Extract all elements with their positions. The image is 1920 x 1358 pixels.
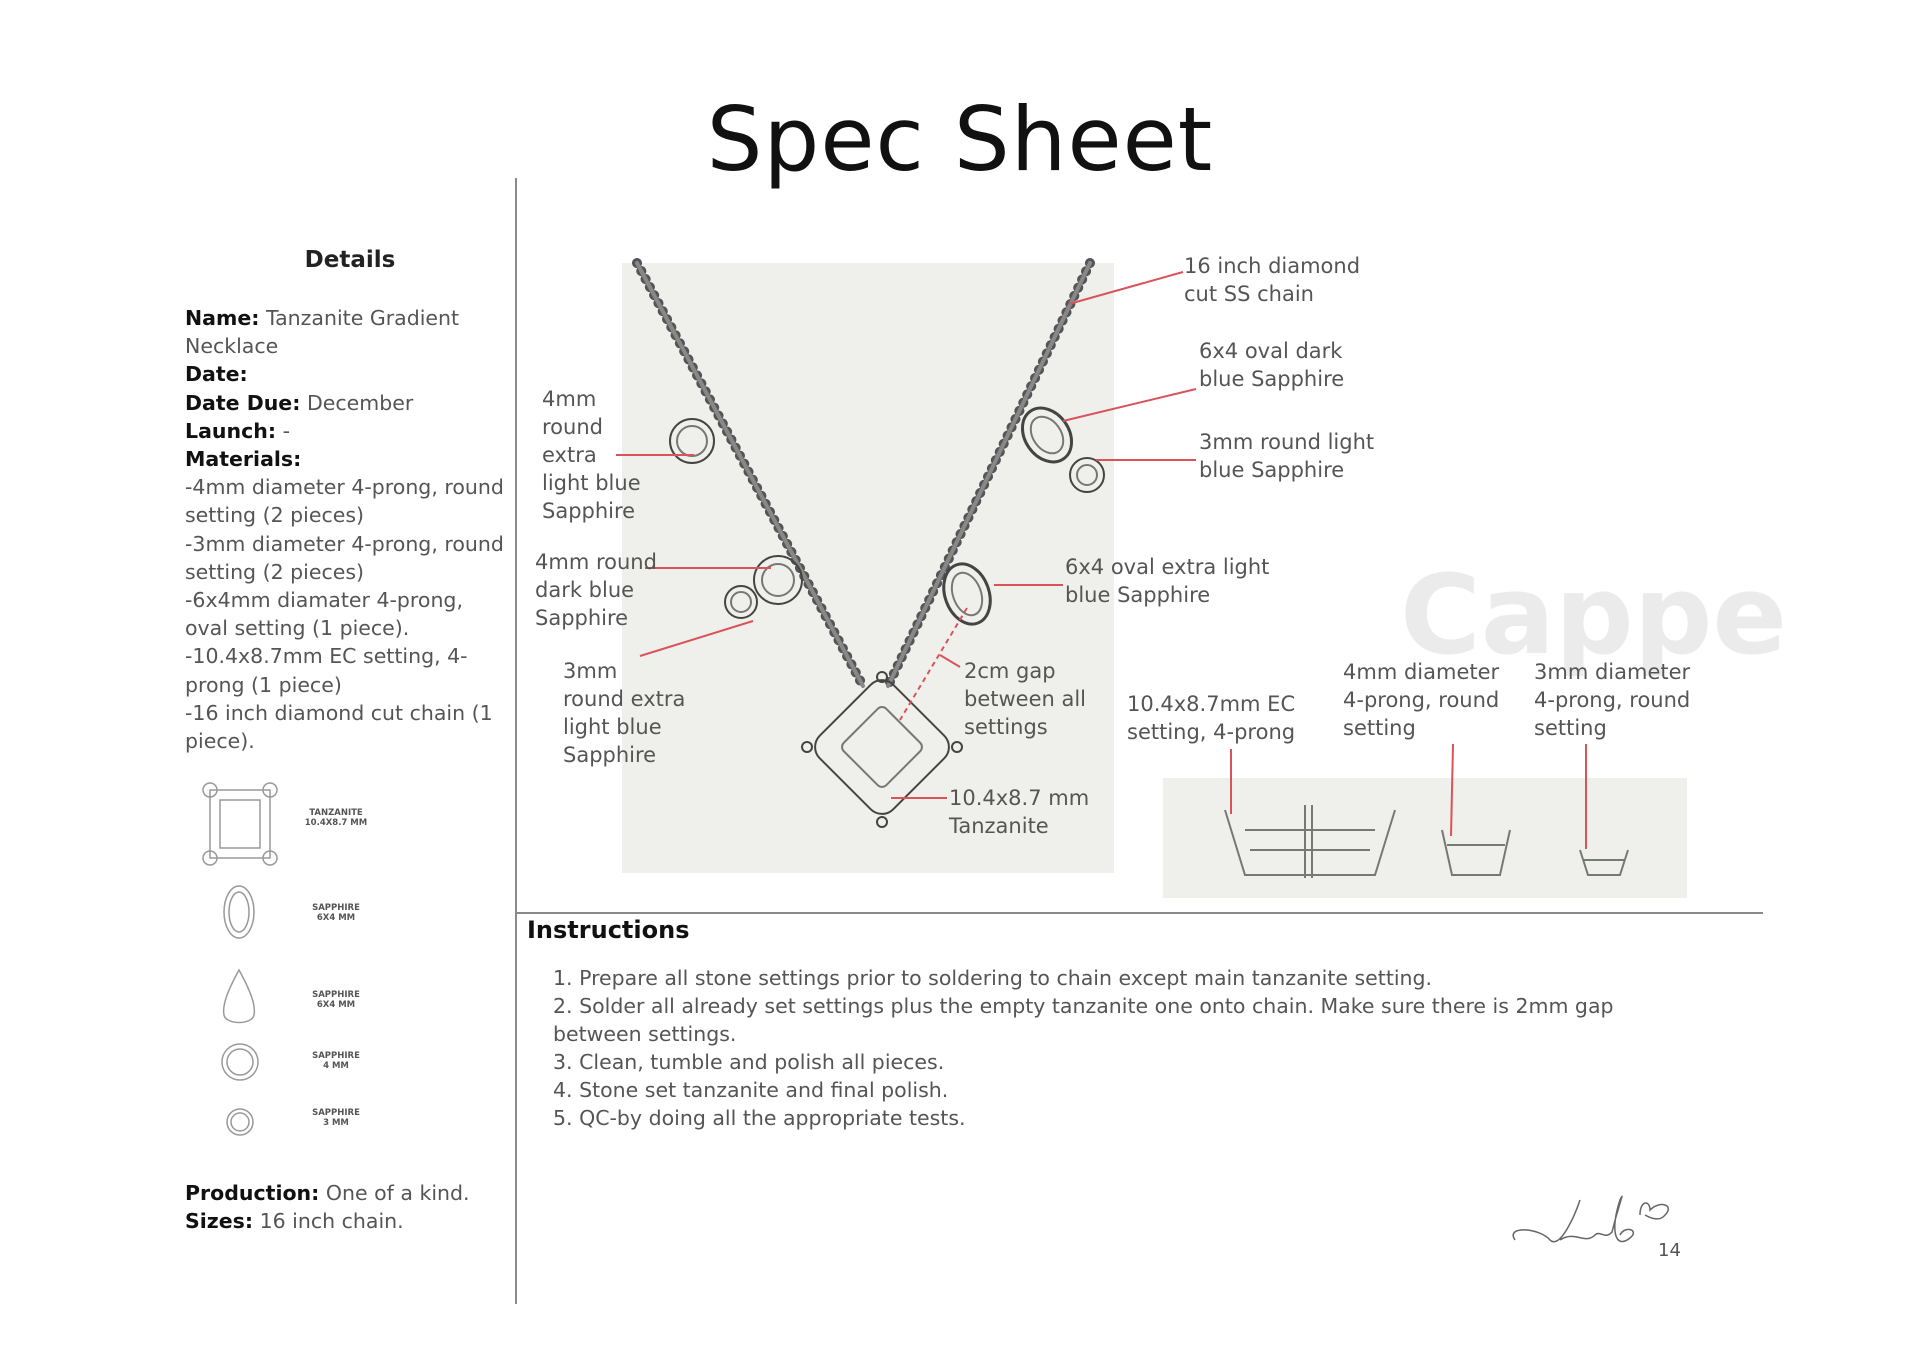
sizes-label: Sizes: xyxy=(185,1209,254,1233)
instructions-heading: Instructions xyxy=(527,916,690,944)
production-row: Production: One of a kind. xyxy=(185,1179,470,1207)
callout-tanzanite: 10.4x8.7 mm Tanzanite xyxy=(949,786,1090,838)
tanzanite-setting-icon xyxy=(202,782,278,866)
callout-round4-dark: 4mm round dark blue Sapphire xyxy=(535,550,657,630)
launch-row: Launch: - xyxy=(185,417,510,445)
date-due-value: December xyxy=(306,390,414,415)
round4-setting-icon xyxy=(221,1043,259,1081)
callout-setting-3mm: 3mm diameter 4-prong, round setting xyxy=(1534,660,1691,740)
legend-size: 10.4X8.7 MM xyxy=(304,818,368,828)
production-block: Production: One of a kind. Sizes: 16 inc… xyxy=(185,1179,470,1235)
callout-gap: 2cm gap between all settings xyxy=(964,659,1087,739)
setting-side-views xyxy=(1224,805,1629,878)
callout-round3-light: 3mm round light blue Sapphire xyxy=(1199,430,1375,482)
callout-oval-dark: 6x4 oval dark blue Sapphire xyxy=(1199,339,1345,391)
launch-label: Launch: xyxy=(185,418,277,443)
signature xyxy=(1512,1195,1670,1243)
page-number: 14 xyxy=(1658,1240,1681,1261)
material-item: -3mm diameter 4-prong, round setting (2 … xyxy=(185,531,504,584)
date-row: Date: xyxy=(185,360,510,388)
production-label: Production: xyxy=(185,1181,320,1205)
round3-setting-icon xyxy=(226,1108,254,1136)
materials-label: Materials: xyxy=(185,445,510,473)
name-label: Name: xyxy=(185,306,260,330)
callout-oval-extra-light: 6x4 oval extra light blue Sapphire xyxy=(1065,555,1270,607)
stone-legend-icons xyxy=(202,782,278,1136)
legend-name: SAPPHIRE xyxy=(312,1108,360,1118)
round3-extra-light-stone xyxy=(724,585,758,619)
chain xyxy=(632,258,1095,691)
callout-setting-4mm: 4mm diameter 4-prong, round setting xyxy=(1343,660,1500,740)
legend-name: SAPPHIRE xyxy=(312,903,360,913)
callout-round4-extra-light: 4mm round extra light blue Sapphire xyxy=(542,387,641,523)
material-item: -10.4x8.7mm EC setting, 4-prong (1 piece… xyxy=(185,644,468,697)
date-label: Date: xyxy=(185,362,248,387)
legend-name: SAPPHIRE xyxy=(312,1051,360,1061)
instruction-step: 1. Prepare all stone settings prior to s… xyxy=(553,966,1433,990)
sizes-row: Sizes: 16 inch chain. xyxy=(185,1207,470,1235)
vertical-divider xyxy=(515,178,517,1304)
name-row: Name: Tanzanite Gradient Necklace xyxy=(185,304,510,360)
material-item: -16 inch diamond cut chain (1 piece). xyxy=(185,700,493,754)
material-item: -6x4mm diamater 4-prong, oval setting (1… xyxy=(185,588,463,641)
production-value: One of a kind. xyxy=(325,1181,470,1205)
legend-size: 4 MM xyxy=(323,1061,349,1071)
horizontal-divider xyxy=(515,912,1763,914)
legend-size: 6X4 MM xyxy=(316,913,356,923)
callout-lines xyxy=(616,271,1587,849)
round3-light-stone xyxy=(1069,457,1105,493)
callout-ec-setting: 10.4x8.7mm EC setting, 4-prong xyxy=(1127,692,1296,744)
oval-dark-stone xyxy=(1020,406,1074,464)
watermark: Cappe xyxy=(1400,551,1788,679)
date-due-row: Date Due: December xyxy=(185,389,510,417)
legend-size: 3 MM xyxy=(323,1118,349,1128)
pear-setting-icon xyxy=(222,968,256,1024)
materials-label-text: Materials: xyxy=(185,447,302,472)
round4-dark-stone xyxy=(753,555,803,605)
instruction-step: 3. Clean, tumble and polish all pieces. xyxy=(553,1050,945,1074)
instructions-list: 1. Prepare all stone settings prior to s… xyxy=(553,964,1628,1132)
instruction-step: 5. QC-by doing all the appropriate tests… xyxy=(553,1106,966,1130)
page-title: Spec Sheet xyxy=(706,88,1214,191)
name-value: Tanzanite Gradient Necklace xyxy=(185,306,460,359)
sizes-value: 16 inch chain. xyxy=(259,1209,404,1233)
legend-name: TANZANITE xyxy=(309,808,363,818)
callout-chain: 16 inch diamond cut SS chain xyxy=(1184,254,1361,306)
details-block: Name: Tanzanite Gradient Necklace Date: … xyxy=(185,304,510,755)
legend-size: 6X4 MM xyxy=(316,1000,356,1010)
launch-value: - xyxy=(282,418,290,443)
tanzanite-pendant xyxy=(801,671,963,828)
oval-extra-light-stone xyxy=(942,562,992,626)
legend-name: SAPPHIRE xyxy=(312,990,360,1000)
callout-round3-extra-light: 3mm round extra light blue Sapphire xyxy=(563,659,686,767)
date-due-label: Date Due: xyxy=(185,390,301,415)
details-heading: Details xyxy=(304,247,396,273)
oval-setting-icon xyxy=(223,885,255,939)
instruction-step: 2. Solder all already set settings plus … xyxy=(553,994,1614,1046)
instruction-step: 4. Stone set tanzanite and final polish. xyxy=(553,1078,949,1102)
settings-background xyxy=(1163,778,1687,898)
material-item: -4mm diameter 4-prong, round setting (2 … xyxy=(185,475,504,528)
